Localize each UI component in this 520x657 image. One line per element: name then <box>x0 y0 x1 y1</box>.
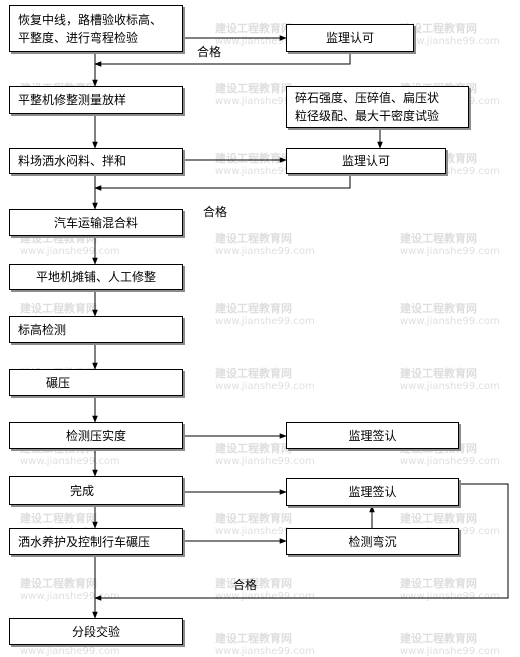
deflection-test-label: 检测弯沉 <box>348 534 397 549</box>
supervisor-approval-1: 监理认可 <box>286 24 414 52</box>
step-elevation-check-label: 标高检测 <box>18 322 67 337</box>
supervisor-signoff-1-label: 监理签认 <box>348 428 397 443</box>
step-compaction: 碾压 <box>9 369 183 396</box>
step-curing-label: 洒水养护及控制行车碾压 <box>18 534 151 549</box>
step-complete: 完成 <box>9 476 183 505</box>
deflection-test: 检测弯沉 <box>286 528 459 555</box>
step-compaction-label: 碾压 <box>46 375 71 390</box>
arrow-s3-pass <box>94 174 351 191</box>
pass-label-3: 合格 <box>233 578 258 592</box>
step-elevation-check: 标高检测 <box>9 316 183 343</box>
step-survey-layout: 平整机修整测量放样 <box>9 86 183 114</box>
step-complete-label: 完成 <box>70 483 95 498</box>
step-restore-centerline-line1: 恢复中线，路槽验收标高、 <box>18 12 163 27</box>
arrow-s1-pass <box>94 52 351 67</box>
step-handover-label: 分段交验 <box>71 624 120 639</box>
step-paving: 平地机摊铺、人工修整 <box>9 264 183 290</box>
step-compaction-test: 检测压实度 <box>9 422 183 449</box>
supervisor-signoff-1: 监理签认 <box>286 422 459 449</box>
step-transport-label: 汽车运输混合料 <box>53 215 138 230</box>
step-survey-layout-label: 平整机修整测量放样 <box>18 93 127 107</box>
supervisor-approval-2: 监理认可 <box>286 148 446 174</box>
step-mixing: 料场洒水闷料、拌和 <box>9 148 183 174</box>
arrow-s5-pass <box>94 483 509 601</box>
supervisor-signoff-2-label: 监理签认 <box>348 485 397 499</box>
supervisor-approval-2-label: 监理认可 <box>341 154 390 168</box>
material-tests: 碎石强度、压碎值、扁压状 粒径级配、最大干密度试验 <box>286 86 469 128</box>
step-restore-centerline-line2: 平整度、进行弯程检验 <box>18 30 139 45</box>
step-mixing-label: 料场洒水闷料、拌和 <box>18 154 127 168</box>
material-tests-line1: 碎石强度、压碎值、扁压状 <box>295 91 440 105</box>
supervisor-approval-1-label: 监理认可 <box>325 31 374 45</box>
step-paving-label: 平地机摊铺、人工修整 <box>35 270 156 284</box>
pass-label-2: 合格 <box>203 205 228 219</box>
step-curing: 洒水养护及控制行车碾压 <box>9 528 183 555</box>
step-handover: 分段交验 <box>9 618 183 645</box>
step-transport: 汽车运输混合料 <box>9 209 183 236</box>
step-compaction-test-label: 检测压实度 <box>65 428 126 443</box>
supervisor-signoff-2: 监理签认 <box>286 478 459 506</box>
step-restore-centerline: 恢复中线，路槽验收标高、 平整度、进行弯程检验 <box>9 5 183 52</box>
material-tests-line2: 粒径级配、最大干密度试验 <box>295 109 440 123</box>
pass-label-1: 合格 <box>197 45 222 59</box>
